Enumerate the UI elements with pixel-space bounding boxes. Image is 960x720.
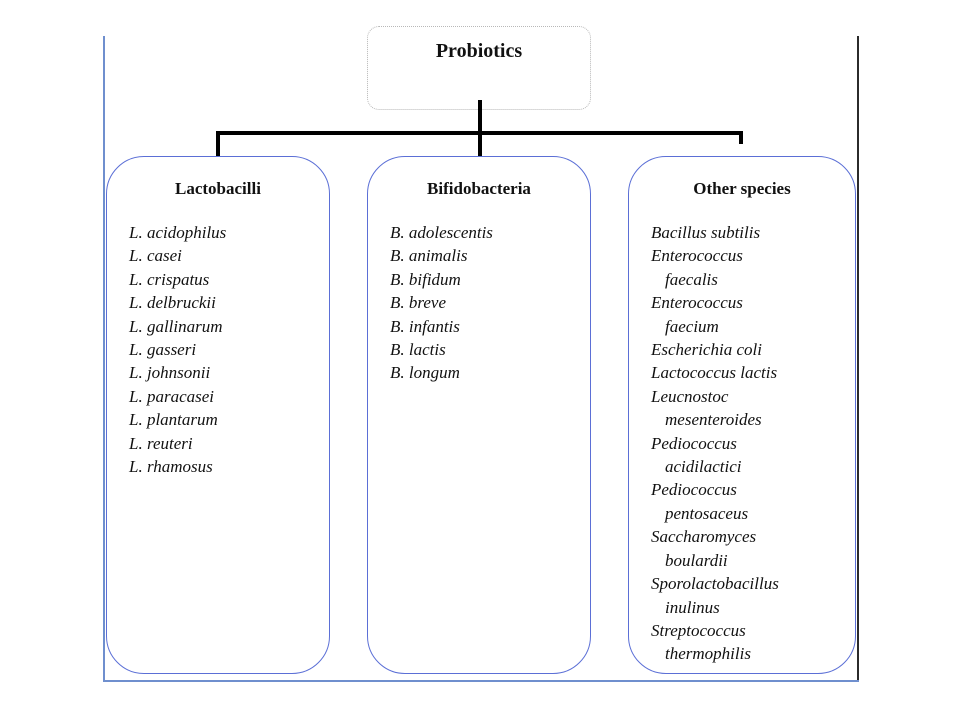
species-list-other-species: Bacillus subtilis Enterococcus faecalis E… [651,221,779,666]
group-title-lactobacilli: Lactobacilli [175,179,261,198]
species-name: Lactococcus lactis [651,363,778,383]
species-name: Bacillus subtilis [651,223,761,242]
species-item: B. adolescentis [390,223,493,242]
species-list-bifidobacteria: B. adolescentis B. animalis B. bifidum B… [390,221,493,385]
frame-right-border [857,36,859,681]
species-item: L. plantarum [129,410,218,430]
species-name: Pediococcus [651,480,737,500]
species-item: B. animalis [390,246,468,266]
species-item: Leucnostoc mesenteroides [651,385,779,432]
species-name-continued: thermophilis [665,644,751,664]
species-name-continued: mesenteroides [665,410,762,430]
species-name: Pediococcus [651,433,737,453]
root-node-box [367,26,591,110]
species-item: L. rhamosus [129,457,213,477]
species-name-continued: boulardii [665,550,728,570]
group-box-bifidobacteria: Bifidobacteria B. adolescentis B. animal… [367,156,591,674]
species-item: Streptococcus thermophilis [651,619,779,666]
species-name: Sporolactobacillus [651,574,779,594]
species-item: B. bifidum [390,269,461,289]
species-item: L. delbruckii [129,293,216,313]
species-item: B. infantis [390,316,460,336]
species-item: L. johnsonii [129,363,211,383]
species-item: L. gallinarum [129,316,223,336]
species-name-continued: inulinus [665,597,720,617]
root-node-title: Probiotics [435,40,523,62]
species-item: L. casei [129,246,182,266]
species-item: Enterococcus faecalis [651,244,779,291]
species-item: Saccharomyces boulardii [651,525,779,572]
species-item: L. crispatus [129,269,210,289]
species-name: Enterococcus [651,293,743,313]
frame-left-border [103,36,105,681]
species-item: L. reuteri [129,433,193,453]
species-item: B. longum [390,363,460,383]
species-item: Pediococcus pentosaceus [651,478,779,525]
species-item: Sporolactobacillus inulinus [651,572,779,619]
species-name: Leucnostoc [651,386,729,406]
species-item: Enterococcus faecium [651,291,779,338]
species-name-continued: faecalis [665,269,718,289]
species-item: L. acidophilus [129,223,227,242]
species-name: Escherichia coli [651,340,762,360]
species-item: B. lactis [390,340,446,360]
species-item: Pediococcus acidilactici [651,432,779,479]
species-list-lactobacilli: L. acidophilus L. casei L. crispatus L. … [129,221,226,478]
species-item: Bacillus subtilis [651,221,779,244]
species-item: B. breve [390,293,447,313]
species-name: Streptococcus [651,620,746,640]
species-name-continued: faecium [665,316,719,336]
species-name-continued: acidilactici [665,457,742,477]
species-name: Enterococcus [651,246,743,266]
group-box-lactobacilli: Lactobacilli L. acidophilus L. casei L. … [106,156,330,674]
species-item: L. gasseri [129,340,197,360]
frame-bottom-border [103,680,859,682]
species-item: Escherichia coli [651,338,779,361]
species-name: Saccharomyces [651,527,757,547]
species-name-continued: pentosaceus [665,503,749,523]
group-title-other-species: Other species [693,179,791,198]
species-item: Lactococcus lactis [651,361,779,384]
species-item: L. paracasei [129,386,214,406]
group-title-bifidobacteria: Bifidobacteria [427,179,531,198]
group-box-other-species: Other species Bacillus subtilis Enteroco… [628,156,856,674]
